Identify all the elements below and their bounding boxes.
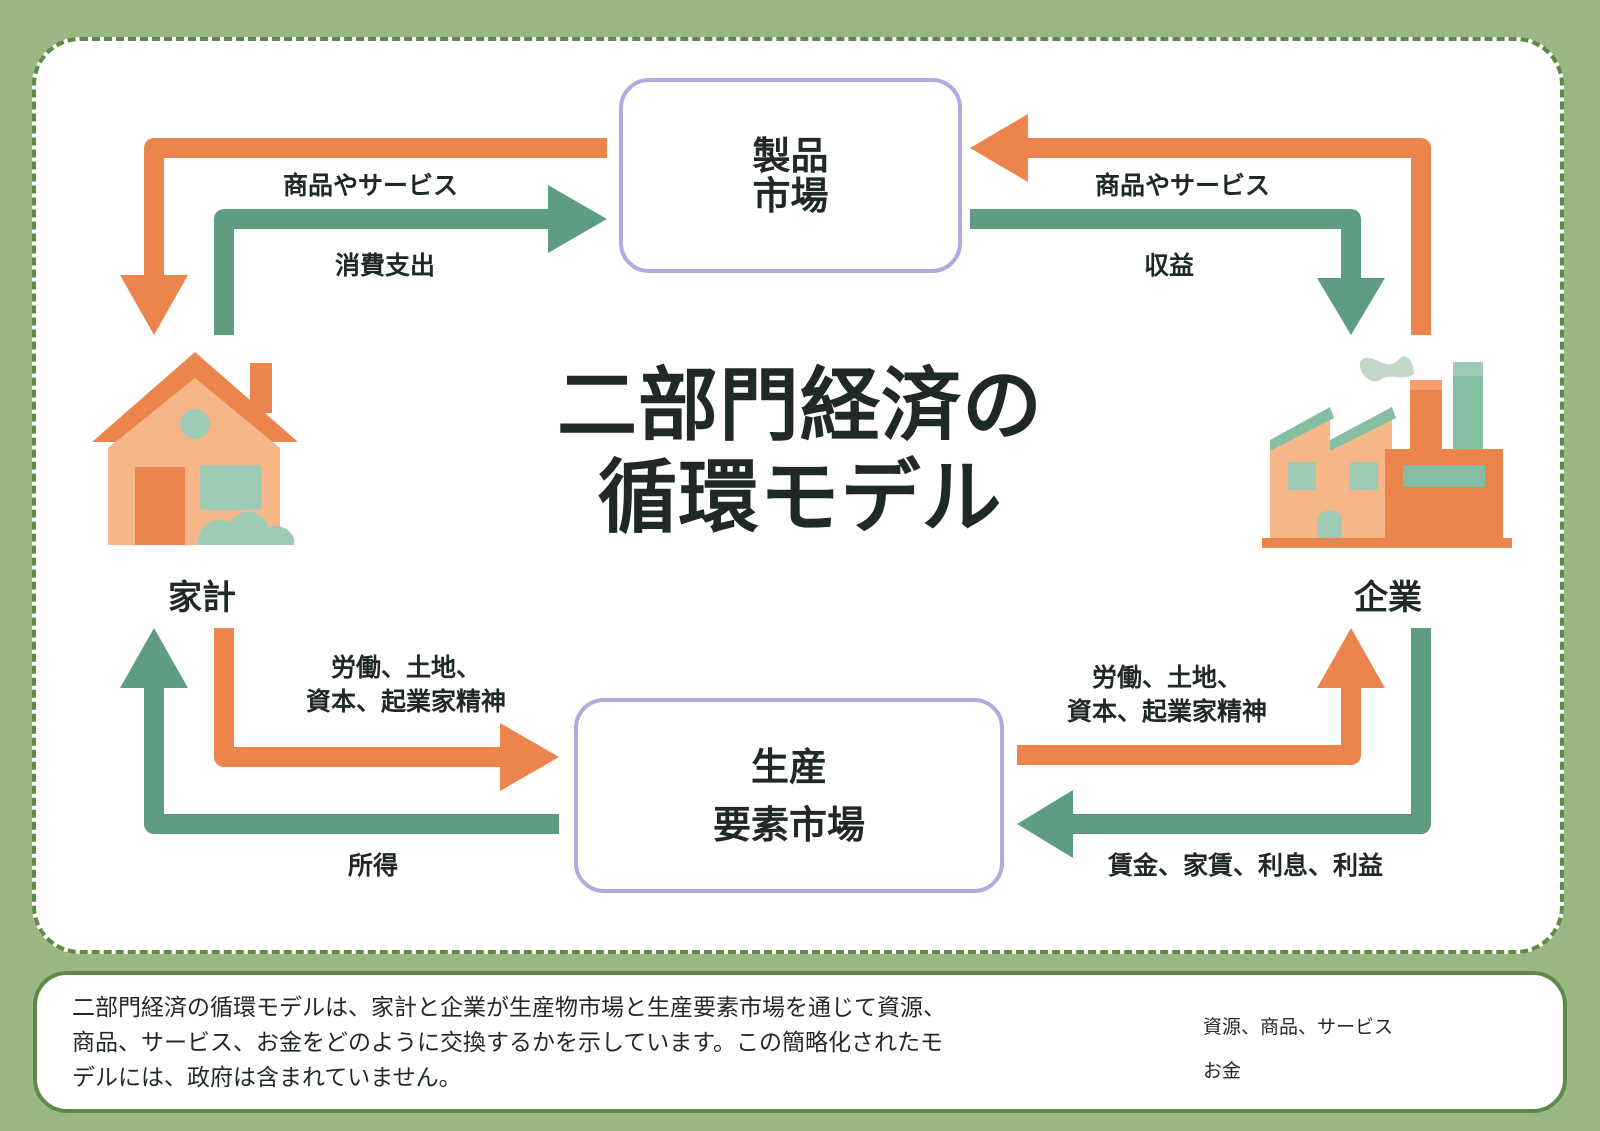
footer-panel: 二部門経済の循環モデルは、家計と企業が生産物市場と生産要素市場を通じて資源、 商…: [33, 971, 1567, 1113]
legend-money: お金: [1175, 1056, 1241, 1083]
label-goods-to-household: 商品やサービス: [283, 171, 459, 200]
factory-icon: [1262, 356, 1512, 548]
footer-description-line3: デルには、政府は含まれていません。: [72, 1065, 462, 1091]
arrow-goods-to-household: [120, 138, 607, 335]
arrow-goods-from-firm: [970, 114, 1431, 335]
goods-market-box: 製品 市場: [619, 78, 962, 273]
label-firm-revenue: 収益: [1144, 251, 1195, 280]
goods-market-line1: 製品: [752, 133, 829, 178]
label-household-income: 所得: [348, 851, 399, 880]
factor-market-box: 生産 要素市場: [574, 698, 1004, 893]
firm-label: 企業: [1354, 578, 1422, 618]
footer-description: 二部門経済の循環モデルは、家計と企業が生産物市場と生産要素市場を通じて資源、 商…: [72, 991, 1022, 1096]
title-line1: 二部門経済の: [557, 359, 1043, 452]
footer-description-line1: 二部門経済の循環モデルは、家計と企業が生産物市場と生産要素市場を通じて資源、: [72, 995, 946, 1021]
household-label: 家計: [168, 578, 236, 618]
label-firm-factors-line1: 労働、土地、: [1091, 663, 1242, 692]
label-firm-factors-line2: 資本、起業家精神: [1066, 697, 1267, 726]
diagram-title: 二部門経済の 循環モデル: [540, 360, 1060, 544]
arrow-payments-from-firm: [1017, 628, 1431, 858]
label-firm-factors: 労働、土地、 資本、起業家精神: [1061, 661, 1273, 729]
arrow-revenue-to-firm: [970, 209, 1385, 335]
label-household-factors: 労働、土地、 資本、起業家精神: [300, 651, 512, 719]
title-line2: 循環モデル: [597, 451, 1003, 544]
factor-market-line1: 生産: [750, 744, 827, 789]
legend-money-label: お金: [1203, 1060, 1242, 1082]
legend-resources: 資源、商品、サービス: [1175, 1012, 1393, 1039]
legend-resources-label: 資源、商品、サービス: [1203, 1016, 1394, 1038]
factor-market-line2: 要素市場: [712, 802, 865, 847]
house-icon: [92, 352, 298, 545]
arrow-income-to-household: [120, 628, 559, 834]
arrow-spending-to-market: [214, 185, 607, 335]
label-household-spending: 消費支出: [335, 251, 436, 280]
arrow-factors-from-household: [214, 628, 559, 791]
arrow-factors-to-firm: [1017, 628, 1385, 765]
goods-market-line2: 市場: [752, 173, 829, 218]
label-firm-payments: 賃金、家賃、利息、利益: [1108, 851, 1384, 880]
label-goods-from-firm: 商品やサービス: [1095, 171, 1271, 200]
label-household-factors-line2: 資本、起業家精神: [305, 687, 506, 716]
footer-description-line2: 商品、サービス、お金をどのように交換するかを示しています。この簡略化されたモ: [72, 1030, 944, 1056]
label-household-factors-line1: 労働、土地、: [330, 653, 481, 682]
